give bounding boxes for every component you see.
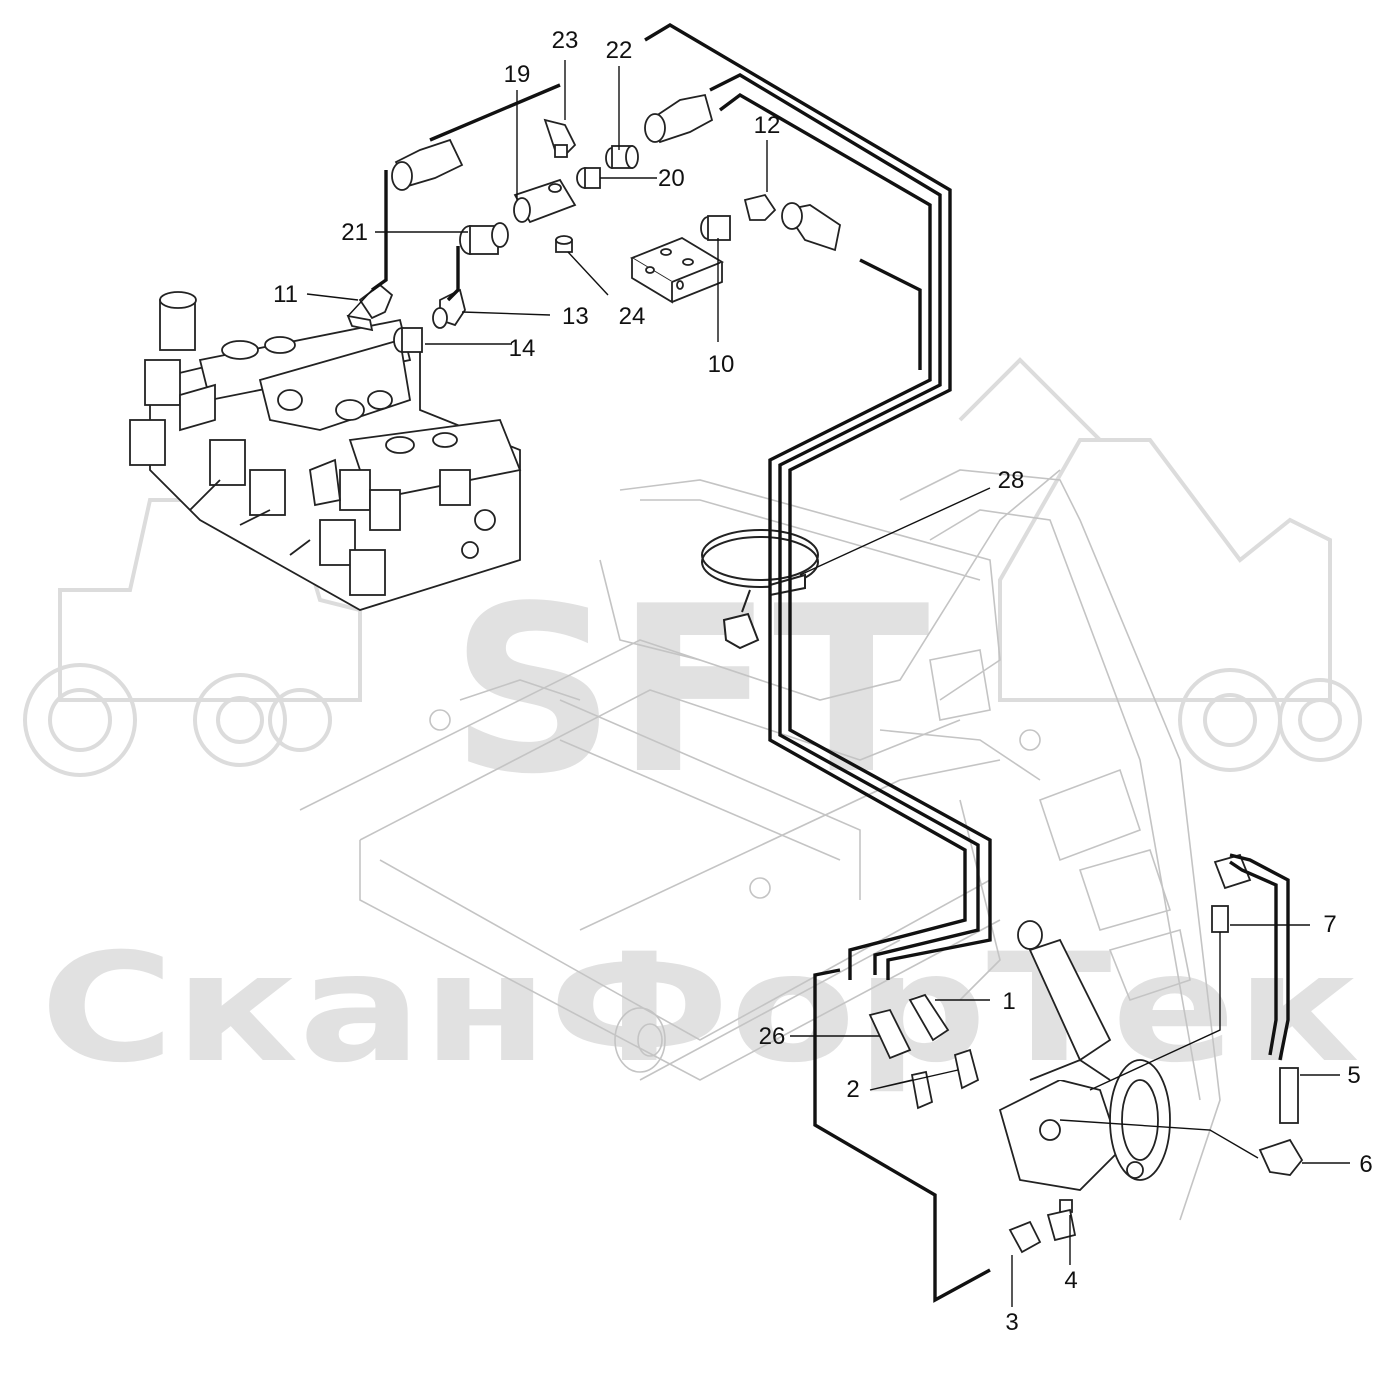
lower-fittings [868,853,1304,1254]
callout-12: 12 [754,112,781,139]
callout-24: 24 [619,303,646,330]
callout-23: 23 [552,27,579,54]
callout-20: 20 [658,165,685,192]
watermark [23,357,1362,777]
watermark-logo: SFT [450,558,930,825]
control-valve-block [129,291,522,611]
callout-14: 14 [509,335,536,362]
callout-10: 10 [708,351,735,378]
callout-11: 11 [273,281,298,308]
callout-7: 7 [1323,911,1336,938]
callout-22: 22 [606,37,633,64]
callout-labels: 23 22 19 12 20 21 11 13 24 14 10 28 7 1 … [273,27,1373,1336]
callout-28: 28 [998,467,1025,494]
hose-clamp-28 [701,529,819,650]
watermark-brand: СканФорТек [40,922,1360,1096]
callout-13: 13 [562,303,589,330]
callout-5: 5 [1347,1062,1360,1089]
hoses [371,23,1290,1303]
loader-frame [299,469,1221,1221]
callout-1: 1 [1002,988,1015,1015]
callout-2: 2 [846,1076,859,1103]
callout-3: 3 [1005,1309,1018,1336]
callout-4: 4 [1064,1267,1077,1294]
callout-19: 19 [504,61,531,88]
callout-26: 26 [759,1023,786,1050]
callout-21: 21 [341,219,368,246]
leader-lines [306,60,1350,1307]
watermark-loader-right-icon [958,357,1362,772]
callout-6: 6 [1359,1151,1372,1178]
hydraulic-motor [998,920,1171,1213]
port-block-10 [629,236,725,304]
